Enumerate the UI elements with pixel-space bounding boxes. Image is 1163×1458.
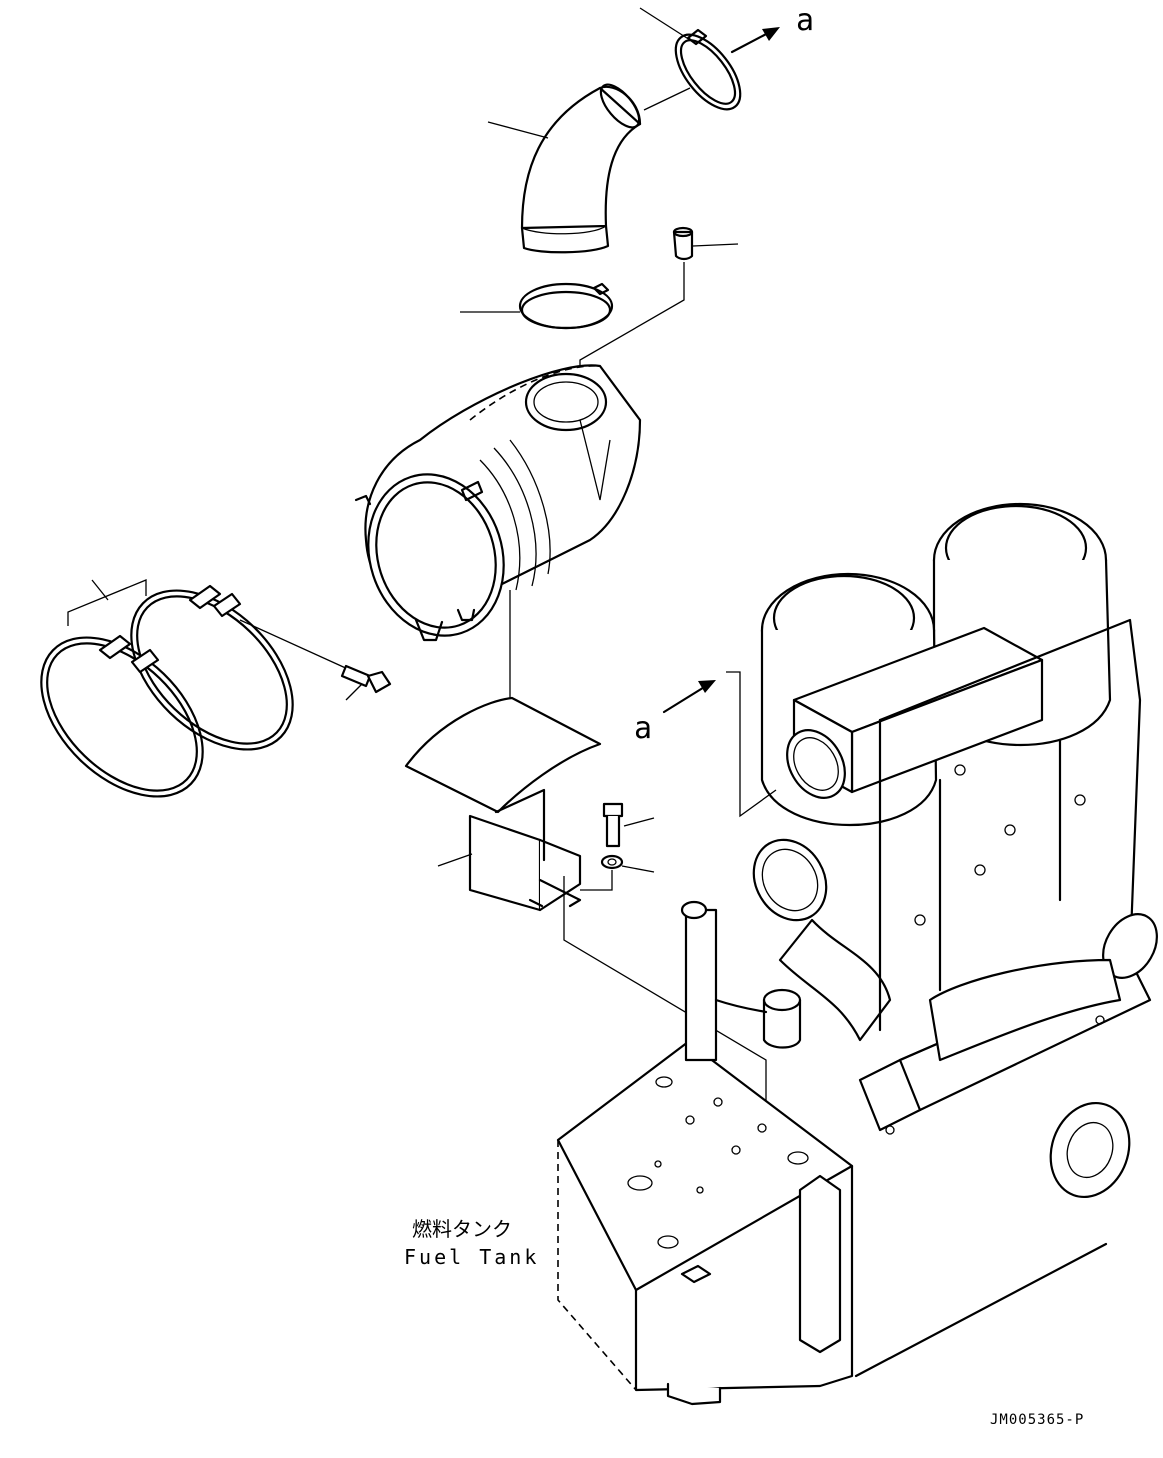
air-cleaner — [354, 364, 642, 770]
leader-line — [437, 853, 473, 867]
fuel-tank-label: 燃料タンク Fuel Tank — [404, 1217, 539, 1269]
engine-assembly — [752, 502, 1158, 1378]
drawing-code: JM005365-P — [990, 1412, 1084, 1428]
elbow-hose — [487, 83, 691, 254]
leader-line — [345, 683, 363, 701]
lower-hose-clamp — [460, 282, 614, 330]
fuel-tank-label-jp: 燃料タンク — [412, 1217, 512, 1241]
view-arrow-top: a — [730, 3, 814, 54]
leader-line — [621, 865, 655, 873]
fuel-tank-label-en: Fuel Tank — [404, 1245, 539, 1269]
leader-line — [639, 7, 691, 41]
air-cleaner-bracket — [404, 696, 767, 1120]
leader-line — [623, 817, 655, 827]
leader-line — [692, 243, 739, 247]
bolt-bracket — [580, 802, 655, 891]
leader-bracket — [67, 579, 147, 626]
view-label-a-top: a — [796, 3, 814, 38]
view-label-a-side: a — [634, 711, 652, 746]
fuel-tank — [556, 900, 854, 1406]
view-arrow-side: a — [634, 671, 777, 818]
band-clamps — [40, 579, 294, 798]
bolt-band-clamp — [239, 619, 392, 701]
top-hose-clamp — [639, 7, 742, 111]
leader-line — [487, 121, 549, 139]
